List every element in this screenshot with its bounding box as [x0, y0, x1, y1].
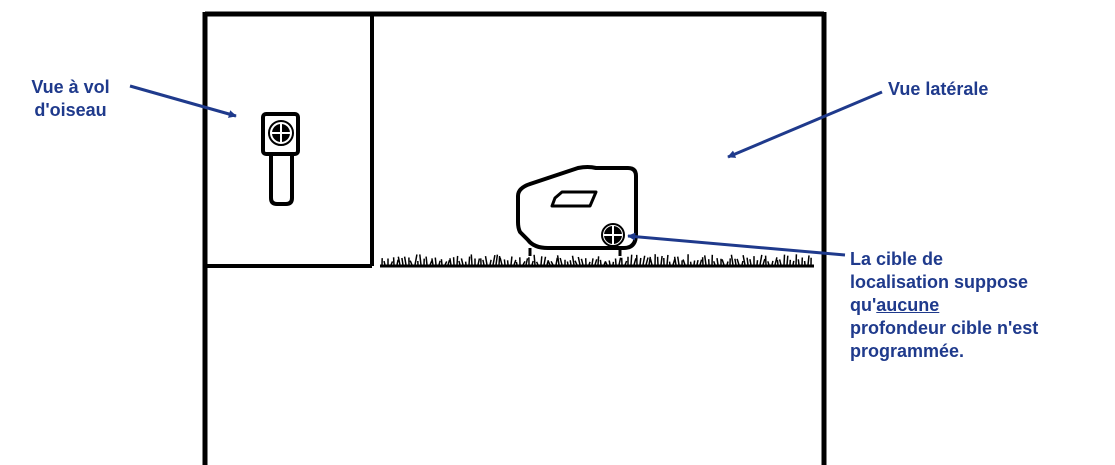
arrow-target [627, 232, 846, 257]
label-birds-eye-line1: Vue à vol [31, 77, 110, 97]
screen-frame [202, 11, 827, 465]
target-note-line4: profondeur cible n'est [850, 318, 1039, 338]
label-birds-eye-line2: d'oiseau [34, 100, 107, 120]
receiver-side-icon [516, 165, 638, 256]
arrow-birds-eye [129, 84, 237, 118]
label-side-view: Vue latérale [888, 79, 989, 99]
target-note-line3-prefix: qu' [850, 295, 877, 315]
receiver-top-icon [261, 112, 300, 206]
annotation-arrows [129, 84, 883, 257]
target-note-line2: localisation suppose [850, 272, 1029, 292]
target-note-line3: qu'aucune [850, 294, 1038, 317]
target-note-underlined-word: aucune [876, 295, 940, 315]
target-note-line5: programmée. [850, 341, 965, 361]
birds-eye-panel [205, 14, 374, 268]
label-target-note: La cible de localisation suppose qu'aucu… [850, 248, 1038, 363]
arrow-side-view [727, 90, 883, 159]
target-crosshair-icon [601, 223, 625, 247]
target-note-line1: La cible de [850, 249, 944, 269]
label-birds-eye-view: Vue à vol d'oiseau [8, 76, 133, 122]
ground-grass [380, 254, 814, 268]
